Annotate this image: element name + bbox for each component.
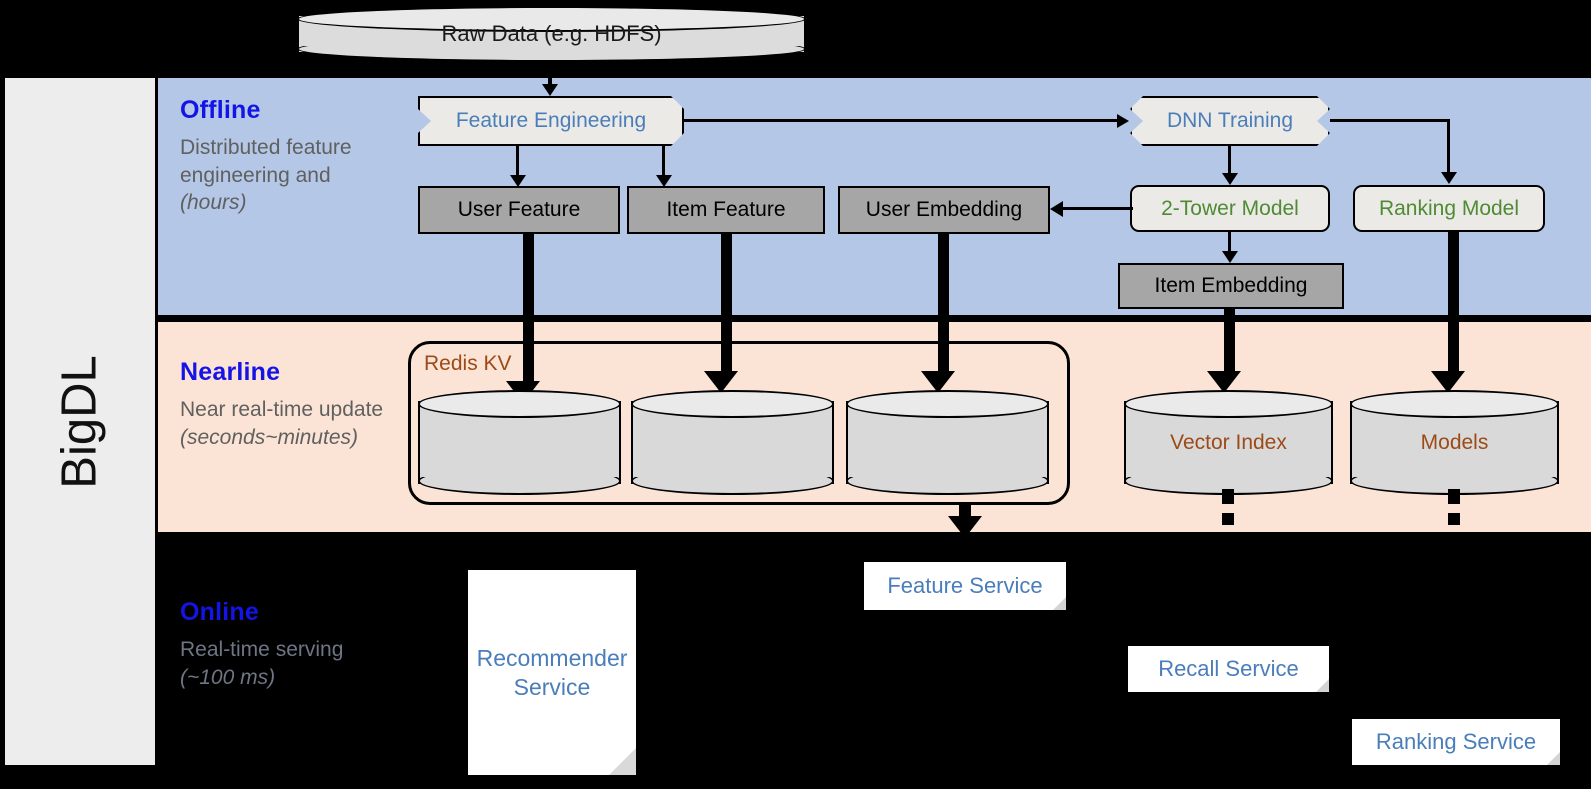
node-label: Item Feature [666, 198, 786, 221]
store-cylinder-models: Models [1350, 390, 1559, 495]
connector-dnn-ranking-h [1330, 119, 1450, 122]
arrowhead-itemfeature-store [704, 371, 738, 393]
service-label: Recall Service [1158, 656, 1299, 682]
pipe-itemembedding-vectorindex [1224, 309, 1235, 376]
node-item-feature[interactable]: Item Feature [627, 186, 825, 234]
service-ranking[interactable]: Ranking Service [1352, 719, 1560, 765]
dash-models-2 [1448, 513, 1460, 525]
redis-kv-label: Redis KV [424, 352, 512, 375]
connector-redis-featureservice [959, 504, 971, 518]
connector-dnn-twotower [1228, 146, 1231, 176]
node-dnn-training[interactable]: DNN Training [1130, 96, 1330, 146]
cylinder-top [631, 390, 834, 418]
pipe-itemfeature-store [721, 234, 732, 376]
offline-description: Distributed feature engineering and (hou… [180, 136, 352, 215]
arrowhead-redis-featureservice [948, 516, 982, 538]
arrowhead-fe-dnn [1117, 114, 1129, 128]
nearline-description: Near real-time update (seconds~minutes) [180, 398, 384, 449]
service-recommender[interactable]: Recommender Service [468, 570, 636, 775]
service-label: Recommender Service [476, 644, 628, 700]
connector-dnn-ranking-v [1447, 119, 1450, 174]
service-feature[interactable]: Feature Service [864, 562, 1066, 610]
online-description: Real-time serving (~100 ms) [180, 638, 344, 689]
online-label-group: Online Real-time serving (~100 ms) [180, 598, 390, 691]
bigdl-brand-label: BigDL [53, 354, 107, 489]
store-label [631, 390, 834, 495]
node-label: Ranking Model [1378, 196, 1520, 220]
dash-models-1 [1448, 489, 1460, 504]
arrowhead-dnn-ranking [1441, 172, 1457, 184]
nearline-label-group: Nearline Near real-time update (seconds~… [180, 358, 405, 451]
dash-vectorindex-1 [1222, 489, 1234, 504]
cylinder-top [418, 390, 621, 418]
connector-twotower-itemembedding [1228, 232, 1231, 254]
node-label: Item Embedding [1154, 274, 1308, 297]
cylinder-top [297, 6, 806, 32]
arrowhead-rankingmodel-models [1431, 371, 1465, 393]
store-cylinder-vector-index: Vector Index [1124, 390, 1333, 495]
store-cylinder-user-feature [418, 390, 621, 495]
node-label: Feature Engineering [455, 109, 647, 132]
arrowhead-fe-itemfeature [656, 175, 672, 187]
service-recall[interactable]: Recall Service [1128, 646, 1329, 692]
dash-vectorindex-2 [1222, 513, 1234, 525]
store-label [418, 390, 621, 495]
models-label: Models [1420, 430, 1489, 454]
node-ranking-model[interactable]: Ranking Model [1353, 185, 1545, 232]
offline-label-group: Offline Distributed feature engineering … [180, 96, 370, 217]
store-cylinder-item-feature [631, 390, 834, 495]
connector-fe-userfeature [516, 146, 519, 178]
arrowhead-dnn-twotower [1222, 173, 1238, 185]
nearline-title: Nearline [180, 358, 281, 386]
store-label [846, 390, 1049, 495]
node-label: DNN Training [1166, 109, 1294, 132]
raw-data-label: Raw Data (e.g. HDFS) [441, 21, 662, 46]
arrowhead-twotower-itemembedding [1222, 251, 1238, 263]
cylinder-top [846, 390, 1049, 418]
node-feature-engineering[interactable]: Feature Engineering [418, 96, 684, 146]
vector-index-label: Vector Index [1170, 430, 1287, 454]
cylinder-top [1350, 390, 1559, 418]
node-user-feature[interactable]: User Feature [418, 186, 620, 234]
node-item-embedding[interactable]: Item Embedding [1118, 263, 1344, 309]
redis-kv-group [408, 341, 1070, 505]
node-user-embedding[interactable]: User Embedding [838, 186, 1050, 234]
online-title: Online [180, 598, 259, 626]
cylinder-top [1124, 390, 1333, 418]
node-label: User Embedding [865, 198, 1023, 221]
connector-fe-itemfeature [662, 146, 665, 178]
pipe-userfeature-store [523, 234, 534, 386]
service-label: Feature Service [887, 573, 1043, 599]
arrowhead-itemembedding-vectorindex [1207, 371, 1241, 393]
node-two-tower-model[interactable]: 2-Tower Model [1130, 185, 1330, 232]
bigdl-sidebar: BigDL [5, 78, 155, 765]
arrowhead-rawdata-fe [542, 84, 558, 96]
connector-fe-dnn [684, 119, 1118, 122]
store-cylinder-user-embedding [846, 390, 1049, 495]
raw-data-store: Raw Data (e.g. HDFS) [297, 6, 806, 62]
arrowhead-twotower-userembedding [1050, 201, 1063, 217]
connector-rawdata-fe [548, 62, 552, 86]
pipe-userembedding-store [938, 234, 949, 376]
offline-title: Offline [180, 96, 261, 124]
node-label: User Feature [457, 198, 581, 221]
connector-twotower-userembedding [1063, 207, 1133, 210]
arrowhead-fe-userfeature [510, 175, 526, 187]
arrowhead-userembedding-store [921, 371, 955, 393]
service-label: Ranking Service [1375, 729, 1537, 755]
pipe-rankingmodel-models [1448, 232, 1459, 376]
node-label: 2-Tower Model [1161, 196, 1299, 220]
